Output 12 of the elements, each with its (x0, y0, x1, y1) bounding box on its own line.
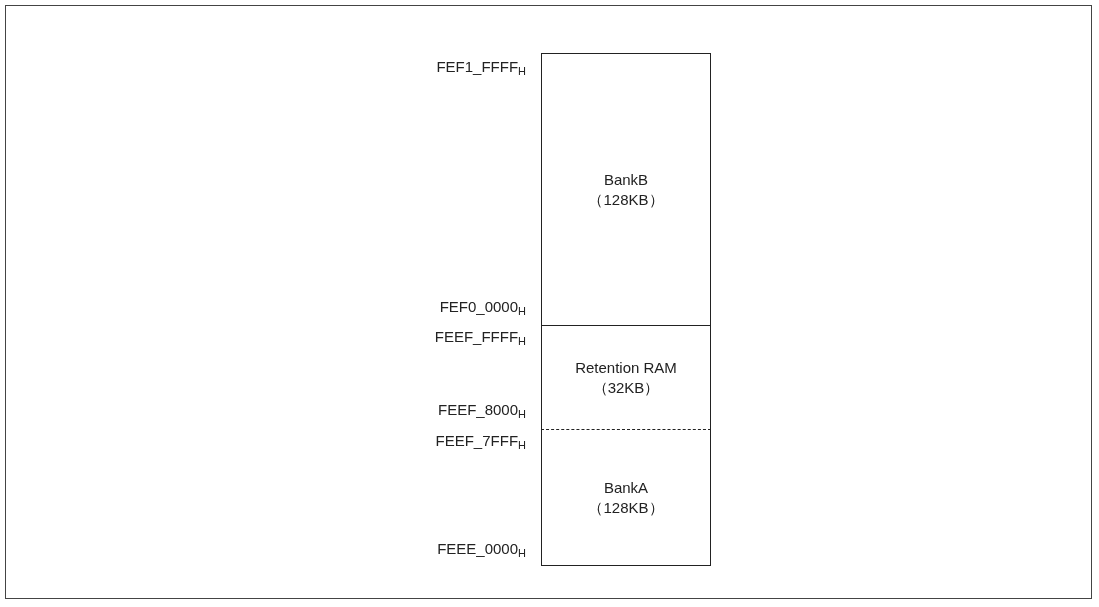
address-label: FEEF_7FFF$_{H}$ (435, 432, 526, 451)
memory-region (541, 326, 711, 430)
memory-region (541, 53, 711, 326)
address-label: FEEF_FFFF$_{H}$ (434, 328, 526, 347)
address-label: FEF1_FFFF$_{H}$ (436, 58, 526, 77)
address-label: FEF0_0000$_{H}$ (439, 298, 526, 317)
region-label: BankB （128KB） (587, 169, 665, 210)
memory-region (541, 430, 711, 566)
address-label: FEEE_0000$_{H}$ (437, 540, 526, 559)
region-label: Retention RAM （32KB） (574, 357, 678, 398)
region-label: BankA （128KB） (587, 477, 665, 518)
address-label: FEEF_8000$_{H}$ (438, 401, 526, 420)
